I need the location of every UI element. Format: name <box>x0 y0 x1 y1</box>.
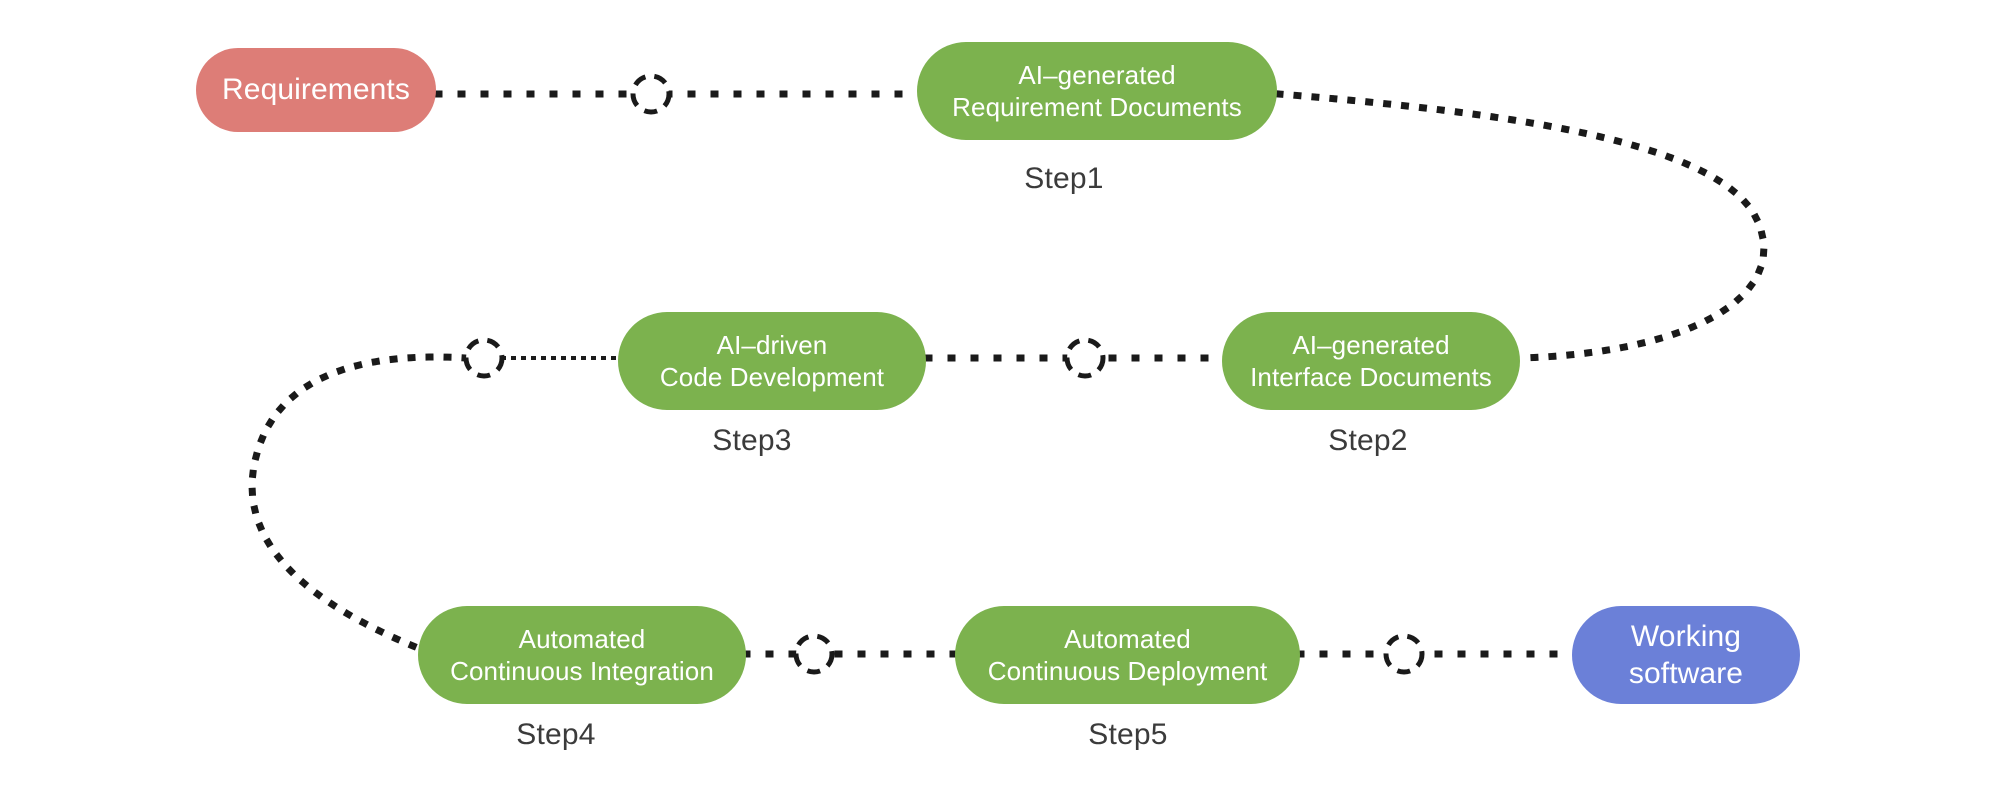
node-automated-continuous-deployment-label: Automated Continuous Deployment <box>987 623 1268 686</box>
node-automated-continuous-integration[interactable]: Automated Continuous Integration <box>418 606 746 704</box>
node-ai-generated-requirement-documents-label: AI–generated Requirement Documents <box>952 59 1242 122</box>
node-ai-driven-code-development-label: AI–driven Code Development <box>659 329 885 392</box>
junction-marker-5 <box>1383 633 1425 675</box>
junction-marker-1 <box>630 73 672 115</box>
junction-marker-2 <box>1064 337 1106 379</box>
node-ai-driven-code-development[interactable]: AI–driven Code Development <box>618 312 926 410</box>
node-requirements[interactable]: Requirements <box>196 48 436 132</box>
junction-marker-4 <box>793 633 835 675</box>
node-ai-generated-requirement-documents[interactable]: AI–generated Requirement Documents <box>917 42 1277 140</box>
step-label-step1: Step1 <box>1024 162 1104 195</box>
node-working-software-label: Working software <box>1628 619 1744 690</box>
node-ai-generated-interface-documents-label: AI–generated Interface Documents <box>1250 329 1492 392</box>
node-working-software[interactable]: Working software <box>1572 606 1800 704</box>
node-automated-continuous-integration-label: Automated Continuous Integration <box>450 623 714 686</box>
node-automated-continuous-deployment[interactable]: Automated Continuous Deployment <box>955 606 1300 704</box>
node-requirements-label: Requirements <box>222 73 410 107</box>
node-ai-generated-interface-documents[interactable]: AI–generated Interface Documents <box>1222 312 1520 410</box>
junction-marker-3 <box>463 337 505 379</box>
edge-step3-to-step4 <box>248 353 470 653</box>
step-label-step2: Step2 <box>1328 424 1408 457</box>
step-label-step5: Step5 <box>1088 718 1168 751</box>
step-label-step3: Step3 <box>712 424 792 457</box>
step-label-step4: Step4 <box>516 718 596 751</box>
